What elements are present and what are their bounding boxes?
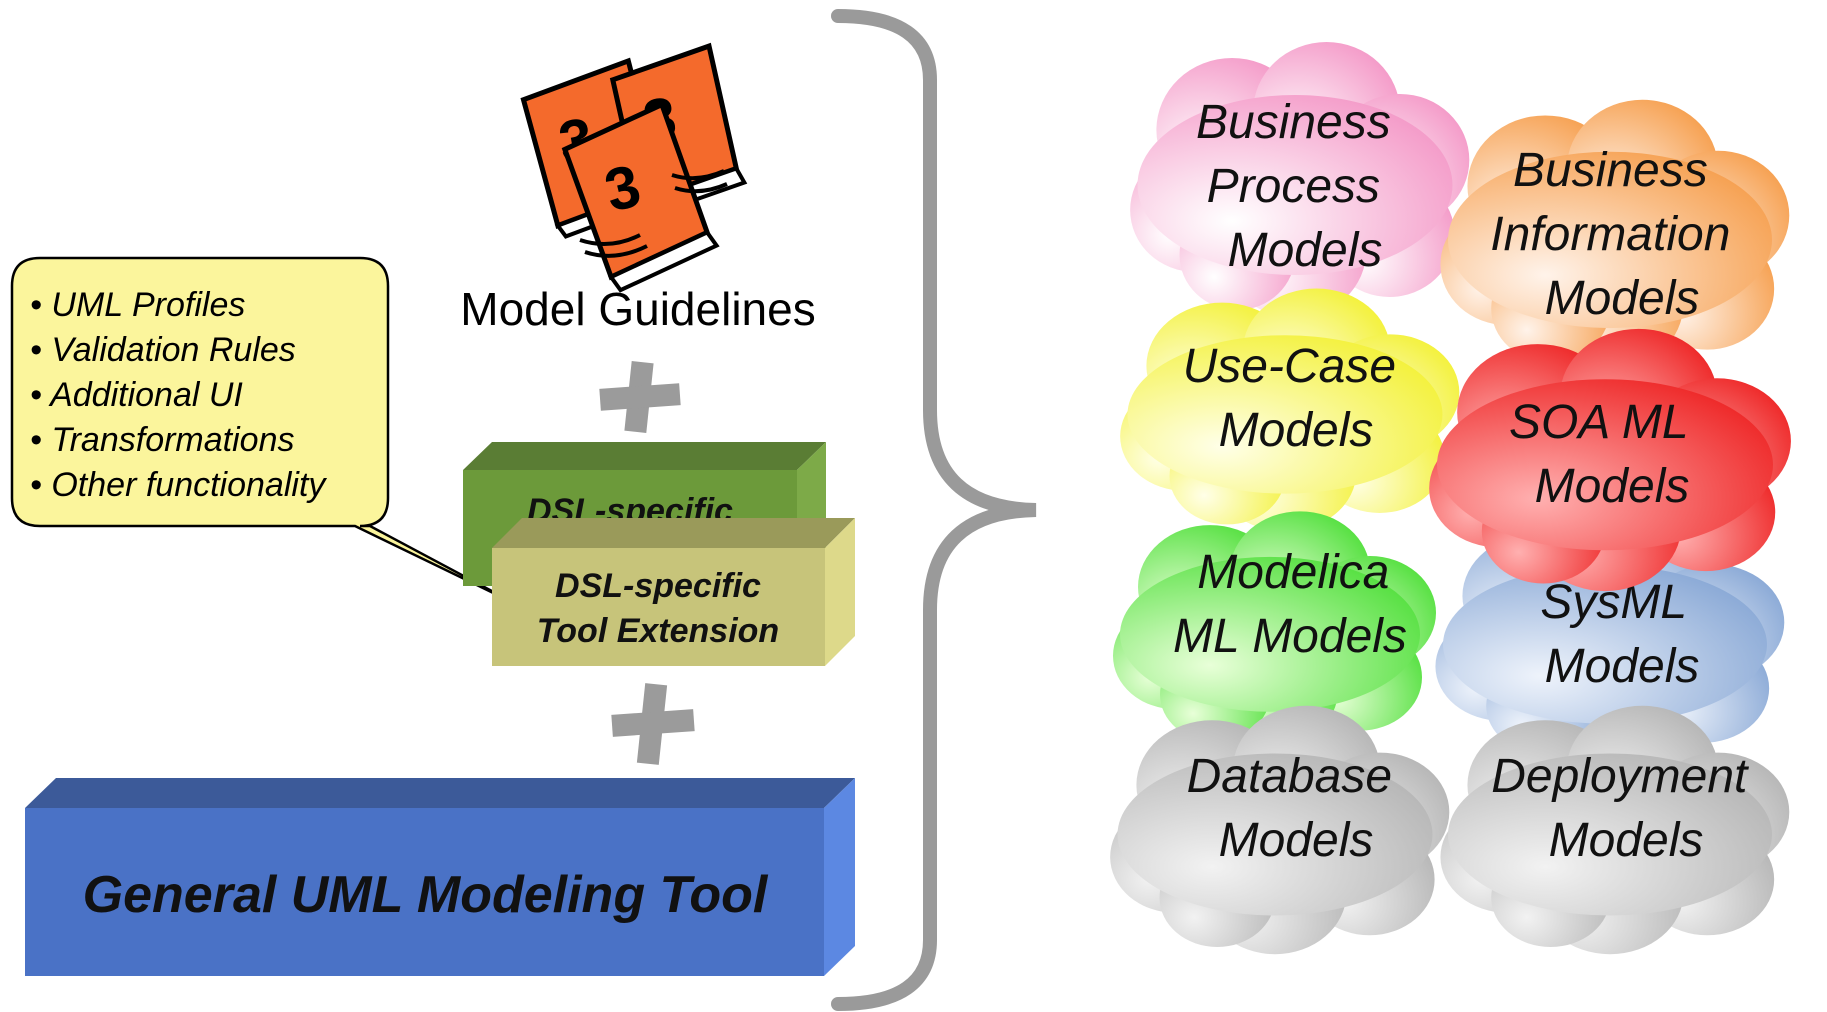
books-icon: 3 3 3 [520, 42, 748, 293]
callout-item: • UML Profiles [30, 286, 245, 324]
cloud-line: ML Models [1173, 610, 1407, 663]
svg-text:Database Models: Database Models [1187, 750, 1406, 867]
base-tool-label: General UML Modeling Tool [83, 866, 769, 924]
cloud-line: Models [1219, 404, 1374, 457]
callout-item: • Other functionality [30, 466, 327, 504]
curly-brace [831, 9, 1037, 1011]
cloud-line: Process [1207, 160, 1380, 213]
plus-icon-bottom [611, 683, 695, 765]
dsl-front-box: DSL-specific Tool Extension [492, 518, 855, 666]
svg-text:Use-Case Models: Use-Case Models [1183, 340, 1410, 457]
cloud-line: Use-Case [1183, 340, 1396, 393]
cloud-modelica-ml: Modelica ML Models [1113, 511, 1436, 749]
base-tool-box: General UML Modeling Tool [25, 778, 855, 976]
cloud-business-information: Business Information Models [1440, 99, 1790, 371]
callout-bubble: • UML Profiles • Validation Rules • Addi… [10, 256, 521, 608]
cloud-business-process: Business Process Models [1130, 42, 1470, 318]
cloud-use-case: Use-Case Models [1120, 288, 1460, 532]
cloud-line: Deployment [1491, 750, 1749, 803]
svg-text:Business Process M: Business Process Models [1196, 96, 1404, 277]
cloud-line: Models [1535, 460, 1690, 513]
cloud-line: SOA ML [1509, 396, 1688, 449]
cloud-database: Database Models [1110, 705, 1450, 955]
guidelines-label: Model Guidelines [460, 283, 815, 335]
callout-item: • Transformations [30, 421, 294, 459]
cloud-line: Business [1196, 96, 1391, 149]
cloud-line: Modelica [1197, 546, 1389, 599]
cloud-line: Models [1549, 814, 1704, 867]
svg-text:SOA ML Models: SOA ML Models [1509, 396, 1701, 513]
cloud-line: Models [1545, 640, 1700, 693]
svg-text:Business Information: Business Information Models [1490, 144, 1743, 325]
cloud-line: Information [1490, 208, 1730, 261]
cloud-deployment: Deployment Models [1440, 705, 1790, 955]
cloud-line: Models [1219, 814, 1374, 867]
svg-text:Deployment Models: Deployment Models [1491, 750, 1760, 867]
dsl-front-line1: DSL-specific [555, 567, 761, 605]
dsl-front-line2: Tool Extension [537, 612, 779, 650]
callout-item: • Additional UI [30, 376, 243, 414]
cloud-line: Models [1545, 272, 1700, 325]
callout-item: • Validation Rules [30, 331, 296, 369]
svg-text:Modelica ML Models: Modelica ML Models [1173, 546, 1407, 663]
cloud-line: Database [1187, 750, 1392, 803]
plus-icon-top [599, 361, 681, 433]
cloud-line: Business [1513, 144, 1708, 197]
svg-text:• UML Profiles • Validat: • UML Profiles • Validation Rules • Addi… [30, 286, 327, 504]
cloud-soa-ml: SOA ML Models [1429, 328, 1791, 592]
cloud-line: Models [1228, 224, 1383, 277]
